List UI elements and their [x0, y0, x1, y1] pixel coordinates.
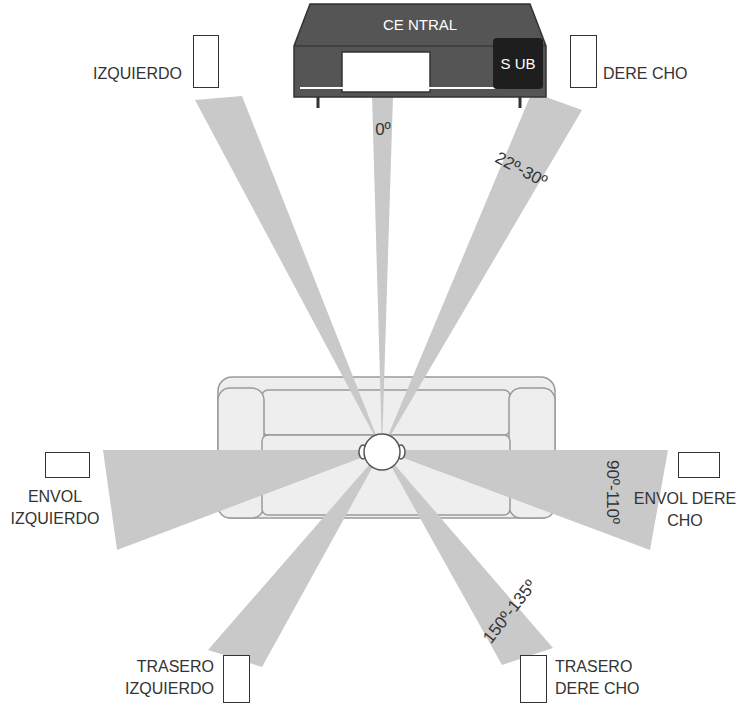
tv-label: CE NTRAL — [330, 14, 510, 36]
tv-body — [294, 4, 546, 97]
speaker-box — [193, 35, 219, 88]
speaker-label: TRASERO IZQUIERDO — [100, 656, 214, 700]
speaker-label: DERE CHO — [603, 63, 733, 85]
sofa-back — [218, 377, 555, 518]
angle-label: 0º — [375, 120, 391, 140]
speaker-label: ENVOL DERE CHO — [632, 488, 738, 532]
tv-leg — [317, 97, 320, 108]
speaker-box — [45, 452, 90, 478]
speaker: ENVOL IZQUIERDO — [0, 448, 110, 543]
head — [364, 434, 400, 470]
speaker: TRASERO IZQUIERDO — [100, 650, 255, 706]
speaker-box — [520, 655, 547, 703]
angle-label: 90º-110º — [602, 460, 622, 524]
tv-screen — [342, 52, 430, 92]
speaker-box — [678, 452, 720, 478]
tv-leg — [519, 97, 522, 108]
speaker: TRASERO DERE CHO — [515, 650, 685, 706]
speaker-label: ENVOL IZQUIERDO — [0, 486, 110, 530]
sub-label: S UB — [500, 55, 535, 72]
speaker-box — [570, 35, 597, 88]
angle-wedge — [208, 450, 382, 667]
angle-wedge — [195, 96, 382, 450]
angle-wedge — [372, 95, 393, 450]
sofa — [218, 377, 555, 518]
angle-wedge — [382, 450, 553, 665]
sofa-cushion — [262, 390, 510, 435]
angle-wedge — [382, 92, 582, 450]
speaker: IZQUIERDO — [60, 30, 225, 95]
listening-angles — [103, 92, 668, 667]
speaker-label: TRASERO DERE CHO — [555, 656, 667, 700]
speaker: DERE CHO — [565, 30, 740, 95]
speaker: ENVOL DERE CHO — [632, 448, 742, 543]
listener-head — [359, 434, 405, 470]
subwoofer: S UB — [493, 38, 543, 89]
speaker-box — [223, 655, 250, 703]
speaker-label: IZQUIERDO — [60, 63, 182, 85]
